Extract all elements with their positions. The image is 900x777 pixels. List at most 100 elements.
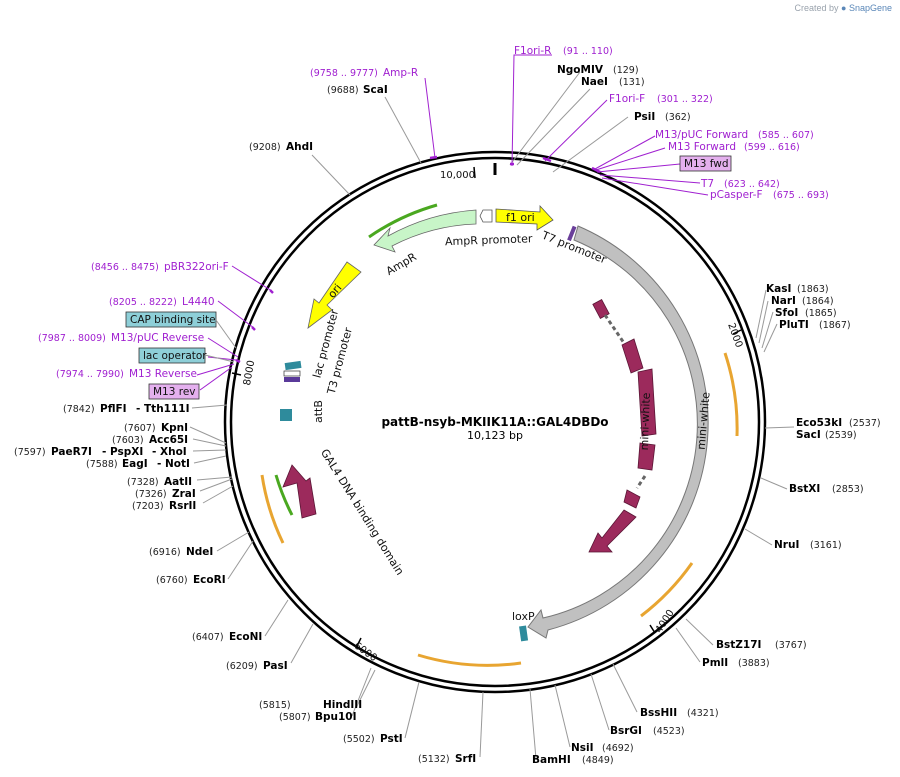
- primer-pcasper-f-pos: (675 .. 693): [773, 190, 829, 201]
- primer-m13-fwd-box: [679, 155, 732, 172]
- enzyme-kasi: KasI: [766, 283, 791, 295]
- label-gal4: GAL4 DNA binding domain: [318, 447, 406, 578]
- enzyme-bsrgi: BsrGI: [610, 725, 642, 737]
- enzyme-acc65i-pos: (7603): [112, 435, 144, 446]
- enzyme-bamhi-pos: (4849): [582, 755, 614, 766]
- enzyme-naei-pos: (131): [619, 77, 645, 88]
- enzyme-bpu10i-pos: (5807): [279, 712, 311, 723]
- tick-label-8000: 8000: [242, 359, 257, 386]
- enzyme-pflfi: PflFI: [100, 403, 127, 415]
- feature-gal4-dbd: [282, 464, 317, 519]
- enzyme-ngomiv: NgoMIV: [557, 64, 604, 76]
- feature-ori: [307, 261, 362, 329]
- primer-m13-reverse: M13 Reverse: [129, 368, 197, 380]
- primer-t7: T7: [700, 178, 714, 190]
- primer-m13-puc-forward: M13/pUC Forward: [655, 129, 748, 141]
- tick-marks: [231, 166, 742, 647]
- enzyme-econi-pos: (6407): [192, 632, 224, 643]
- enzyme-bsshii: BssHII: [640, 707, 677, 719]
- brand-created-by: Created by: [794, 3, 839, 13]
- enzyme-kpni-pos: (7607): [124, 423, 156, 434]
- t7-promoter-marker: [567, 225, 577, 242]
- label-cap-binding-site: CAP binding site: [130, 314, 216, 326]
- enzyme-psii: PsiI: [634, 111, 655, 123]
- primer-f1ori-f-pos: (301 .. 322): [657, 94, 713, 105]
- enzyme-pmli: PmlI: [702, 657, 728, 669]
- enzyme-rsrii: RsrII: [169, 500, 196, 512]
- enzyme-saci-pos: (2539): [825, 430, 857, 441]
- enzyme-paer7i: PaeR7I: [51, 446, 92, 458]
- tick-label-4000: 4000: [654, 608, 677, 635]
- enzyme-eco53ki-pos: (2537): [849, 418, 881, 429]
- label-ampr: AmpR: [384, 250, 419, 278]
- label-lac-operator: lac operator: [143, 350, 207, 362]
- primer-m13-rev: M13 rev: [153, 386, 196, 398]
- enzyme-nari-pos: (1864): [802, 296, 834, 307]
- primer-marks: [235, 155, 601, 364]
- backbone-outer-ring: [223, 150, 767, 694]
- enzyme-ahdi: AhdI: [286, 141, 313, 153]
- label-mini-white-outer: mini-white: [695, 391, 713, 450]
- enzyme-eco53ki: Eco53kI: [796, 417, 842, 429]
- enzyme-bsrgi-pos: (4523): [653, 726, 685, 737]
- boxed-label-leaders: [204, 319, 237, 363]
- enzyme-bpu10i: Bpu10I: [315, 711, 357, 723]
- enzyme-xhoi: - XhoI: [152, 446, 187, 458]
- enzyme-tth111i: - Tth111I: [136, 403, 190, 415]
- enzyme-xhoi-pos: (7597): [14, 447, 46, 458]
- enzyme-ecori: EcoRI: [193, 574, 226, 586]
- enzyme-nrui: NruI: [774, 539, 799, 551]
- enzyme-zrai-pos: (7326): [135, 489, 167, 500]
- label-loxp: loxP: [512, 610, 535, 623]
- enzyme-nari: NarI: [771, 295, 796, 307]
- feature-mini-white-inner: [588, 299, 657, 553]
- enzyme-saci: SacI: [796, 429, 821, 441]
- tick-label-6000: 6000: [352, 640, 379, 664]
- enzyme-scai: ScaI: [363, 84, 388, 96]
- primer-pbr322ori-f-pos: (8456 .. 8475): [91, 262, 159, 273]
- enzyme-psti: PstI: [380, 733, 403, 745]
- enzyme-econi: EcoNI: [229, 631, 262, 643]
- plasmid-length: 10,123 bp: [467, 429, 523, 442]
- enzyme-zrai: ZraI: [172, 488, 196, 500]
- enzyme-kpni: KpnI: [161, 422, 188, 434]
- enzyme-pasi-pos: (6209): [226, 661, 258, 672]
- enzyme-bstz17i-pos: (3767): [775, 640, 807, 651]
- primer-pcasper-f: pCasper-F: [710, 189, 763, 201]
- primer-m13-rev-box: [148, 383, 200, 400]
- enzyme-bamhi: BamHI: [532, 754, 571, 766]
- enzyme-pluti: PluTI: [779, 319, 809, 331]
- enzyme-eagi: EagI: [122, 458, 148, 470]
- enzyme-rsrii-pos: (7203): [132, 501, 164, 512]
- label-attb: attB: [312, 400, 325, 423]
- label-mini-white-inner: mini-white: [638, 392, 653, 451]
- primer-m13-fwd: M13 fwd: [684, 158, 729, 170]
- enzyme-scai-pos: (9688): [327, 85, 359, 96]
- enzyme-hindiii: HindIII: [323, 699, 362, 711]
- brand-app-name: SnapGene: [848, 3, 892, 13]
- enzyme-ndei: NdeI: [186, 546, 213, 558]
- feature-loxp: [519, 625, 529, 642]
- feature-attb: [280, 409, 292, 421]
- enzyme-ahdi-pos: (9208): [249, 142, 281, 153]
- enzyme-nsii: NsiI: [571, 742, 594, 754]
- feature-ampr: [373, 209, 477, 253]
- feature-ampr-promoter: [479, 209, 493, 223]
- feature-mini-white-outer: [527, 225, 709, 639]
- enzyme-sfoi-pos: (1865): [805, 308, 837, 319]
- orf-arcs: [260, 203, 739, 667]
- primer-m13-puc-forward-pos: (585 .. 607): [758, 130, 814, 141]
- enzyme-pmli-pos: (3883): [738, 658, 770, 669]
- enzyme-bstxi: BstXI: [789, 483, 820, 495]
- primer-leader-lines: [196, 54, 709, 391]
- enzyme-naei: NaeI: [581, 76, 608, 88]
- primer-m13-puc-reverse-pos: (7987 .. 8009): [38, 333, 106, 344]
- enzyme-bstz17i: BstZ17I: [716, 639, 761, 651]
- enzyme-acc65i: Acc65I: [149, 434, 188, 446]
- primer-m13-puc-reverse: M13/pUC Reverse: [111, 332, 204, 344]
- primer-m13-forward: M13 Forward: [668, 141, 736, 153]
- snapgene-logo-icon: ●: [841, 3, 847, 13]
- enzyme-ngomiv-pos: (129): [613, 65, 639, 76]
- enzyme-ecori-pos: (6760): [156, 575, 188, 586]
